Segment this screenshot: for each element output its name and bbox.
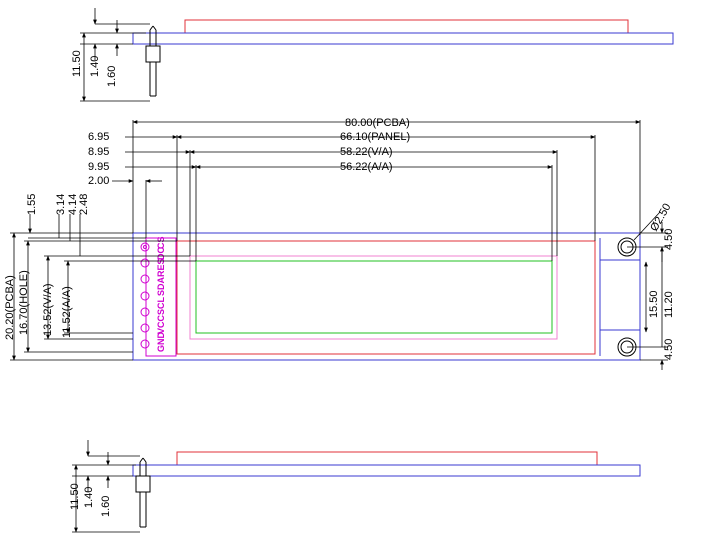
dim-v-314: 3.14 <box>55 194 67 215</box>
dim-va-height: 13.52(V/A) <box>42 283 54 336</box>
pin-label-dc: DC <box>156 247 166 260</box>
visual-area-outline <box>189 255 558 340</box>
pin-label-vcc: VCC <box>156 314 166 334</box>
pin-label-cs: CS <box>156 236 166 249</box>
top-header-pin <box>145 25 161 97</box>
top-dim-1150: 11.50 <box>71 50 83 77</box>
pin-labels: GND VCC SCL SDA RES DC CS <box>156 236 166 352</box>
dim-va-width: 58.22(V/A) <box>340 146 393 158</box>
dim-r-1550: 15.50 <box>648 290 660 318</box>
dim-v-248: 2.48 <box>78 194 90 215</box>
dim-r-1120: 11.20 <box>663 291 675 318</box>
panel-outline <box>176 240 596 355</box>
pin-label-scl: SCL <box>156 296 166 315</box>
dim-v-414: 4.14 <box>67 194 79 215</box>
front-view: GND VCC SCL SDA RES DC CS 80.00(PCBA) 66… <box>4 117 675 370</box>
top-dim-140: 1.40 <box>89 56 101 77</box>
dim-offset-200: 2.00 <box>88 175 109 187</box>
pin-label-res: RES <box>156 258 166 277</box>
bottom-dim-1150: 11.50 <box>69 483 81 510</box>
top-panel-outline <box>184 19 629 34</box>
top-side-view: 11.50 1.40 1.60 <box>71 8 674 102</box>
active-area-outline <box>195 260 553 334</box>
dim-pcba-width: 80.00(PCBA) <box>345 117 410 129</box>
dim-hole-height: 16.70(HOLE) <box>18 270 30 335</box>
bottom-pcb-outline <box>132 464 641 477</box>
dim-offset-995: 9.95 <box>88 161 109 173</box>
dim-r-450-top: 4.50 <box>663 229 675 250</box>
top-dim-160: 1.60 <box>106 66 118 87</box>
dim-v-155: 1.55 <box>26 194 38 215</box>
pcb-outline <box>132 232 641 361</box>
dim-offset-895: 8.95 <box>88 146 109 158</box>
dim-aa-width: 56.22(A/A) <box>340 161 393 173</box>
bottom-header-pin <box>135 457 151 528</box>
top-pcb-outline <box>132 32 674 45</box>
dim-pcba-height: 20.20(PCBA) <box>4 275 16 340</box>
bottom-dim-140: 1.40 <box>83 487 95 508</box>
dim-r-450-bot: 4.50 <box>663 339 675 360</box>
dim-aa-height: 11.52(A/A) <box>61 286 73 338</box>
pin-label-sda: SDA <box>156 276 166 296</box>
bottom-side-view: 11.50 1.40 1.60 <box>69 440 641 533</box>
pin-label-gnd: GND <box>156 332 166 353</box>
dim-panel-width: 66.10(PANEL) <box>340 131 410 143</box>
bottom-dim-160: 1.60 <box>100 496 112 517</box>
bottom-panel-outline <box>176 451 598 466</box>
pin-row <box>140 242 150 349</box>
dim-offset-695: 6.95 <box>88 131 109 143</box>
